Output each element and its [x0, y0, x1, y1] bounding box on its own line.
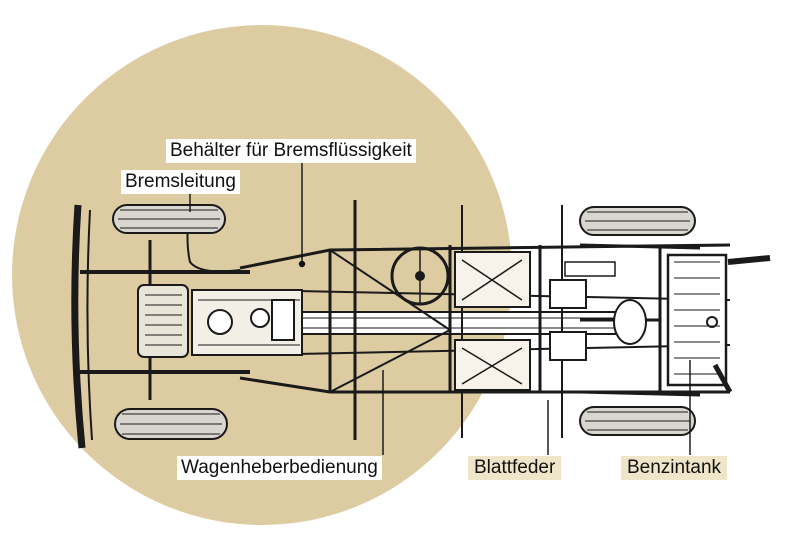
wheels: [112, 204, 696, 440]
label-jack-control: Wagenheberbedienung: [177, 456, 382, 480]
front-right-wheel: [114, 408, 228, 440]
label-brake-line: Bremsleitung: [121, 170, 240, 194]
rear-left-wheel: [579, 206, 696, 236]
rear-right-wheel: [579, 406, 696, 436]
label-fuel-tank: Benzintank: [621, 456, 728, 480]
label-brake-fluid-reservoir: Behälter für Bremsflüssigkeit: [166, 139, 416, 163]
front-left-wheel: [112, 204, 226, 234]
label-leaf-spring: Blattfeder: [468, 456, 562, 480]
engine-block: [137, 284, 303, 358]
leader-lines: [189, 162, 691, 455]
